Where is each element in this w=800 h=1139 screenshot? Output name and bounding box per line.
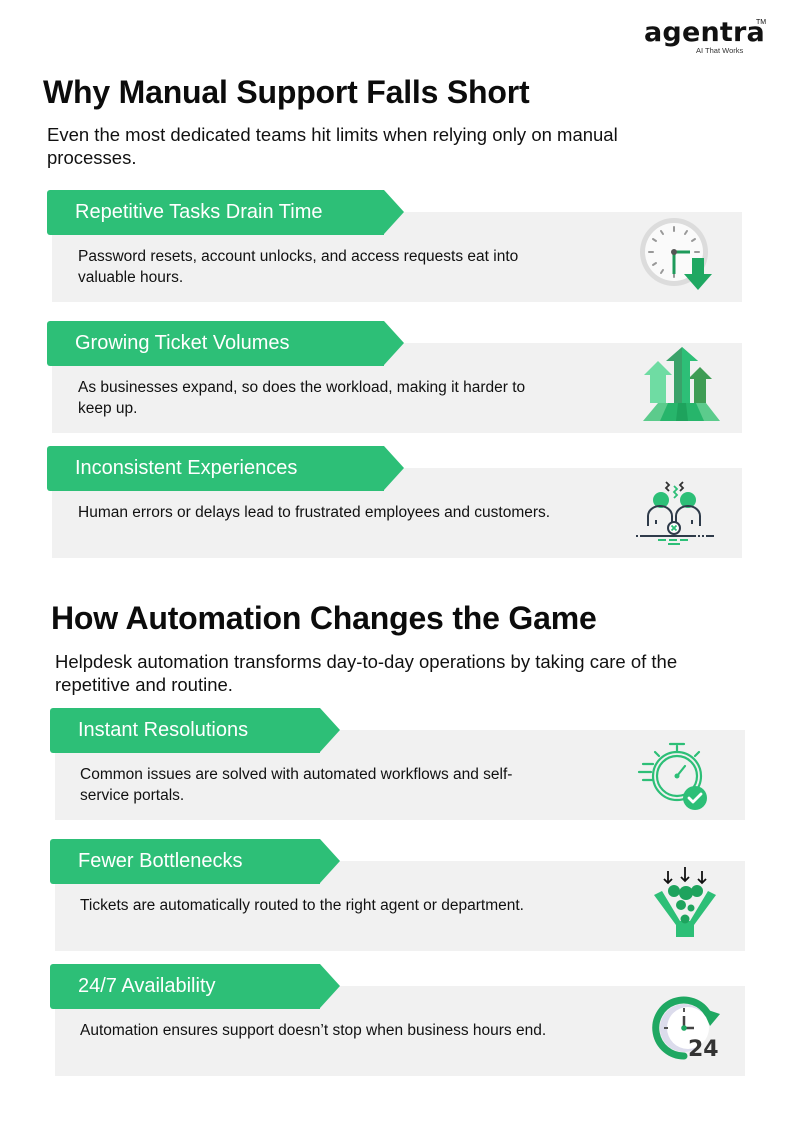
section1-title: Why Manual Support Falls Short <box>43 74 530 110</box>
rising-arrows-icon <box>638 345 728 435</box>
section2-subtitle: Helpdesk automation transforms day-to-da… <box>55 651 678 695</box>
card-description: Human errors or delays lead to frustrate… <box>78 504 551 521</box>
stopwatch-check-icon <box>635 738 725 828</box>
section2-title: How Automation Changes the Game <box>51 600 597 636</box>
card-title: Instant Resolutions <box>50 708 340 753</box>
card-description: Automation ensures support doesn’t stop … <box>80 1022 547 1039</box>
svg-text:24: 24 <box>688 1037 719 1062</box>
trademark: TM <box>756 19 767 26</box>
funnel-icon <box>650 867 740 957</box>
card-repetitive-tasks: Repetitive Tasks Drain Time Password res… <box>0 190 800 302</box>
card-fewer-bottlenecks: Fewer Bottlenecks Tickets are automatica… <box>0 839 800 951</box>
card-24-7-availability: 24/7 Availability Automation ensures sup… <box>0 964 800 1076</box>
card-title: Repetitive Tasks Drain Time <box>47 190 404 235</box>
card-title: Fewer Bottlenecks <box>50 839 340 884</box>
card-title: Inconsistent Experiences <box>47 446 404 491</box>
clock-24-icon: 24 <box>650 994 740 1084</box>
card-description: Tickets are automatically routed to the … <box>80 897 524 914</box>
card-growing-volumes: Growing Ticket Volumes As businesses exp… <box>0 321 800 433</box>
clock-down-arrow-icon <box>630 212 720 302</box>
brand-logo: agentra TM AI That Works <box>644 18 774 58</box>
card-description: As businesses expand, so does the worklo… <box>78 379 526 417</box>
card-title: Growing Ticket Volumes <box>47 321 404 366</box>
brand-name: agentra <box>644 17 765 48</box>
card-instant-resolutions: Instant Resolutions Common issues are so… <box>0 708 800 820</box>
card-title: 24/7 Availability <box>50 964 340 1009</box>
card-description: Common issues are solved with automated … <box>80 766 513 804</box>
brand-tagline: AI That Works <box>696 46 744 55</box>
card-inconsistent-experiences: Inconsistent Experiences Human errors or… <box>0 446 800 558</box>
card-description: Password resets, account unlocks, and ac… <box>78 248 519 286</box>
section1-subtitle: Even the most dedicated teams hit limits… <box>47 124 618 168</box>
frustrated-people-icon <box>630 476 720 566</box>
